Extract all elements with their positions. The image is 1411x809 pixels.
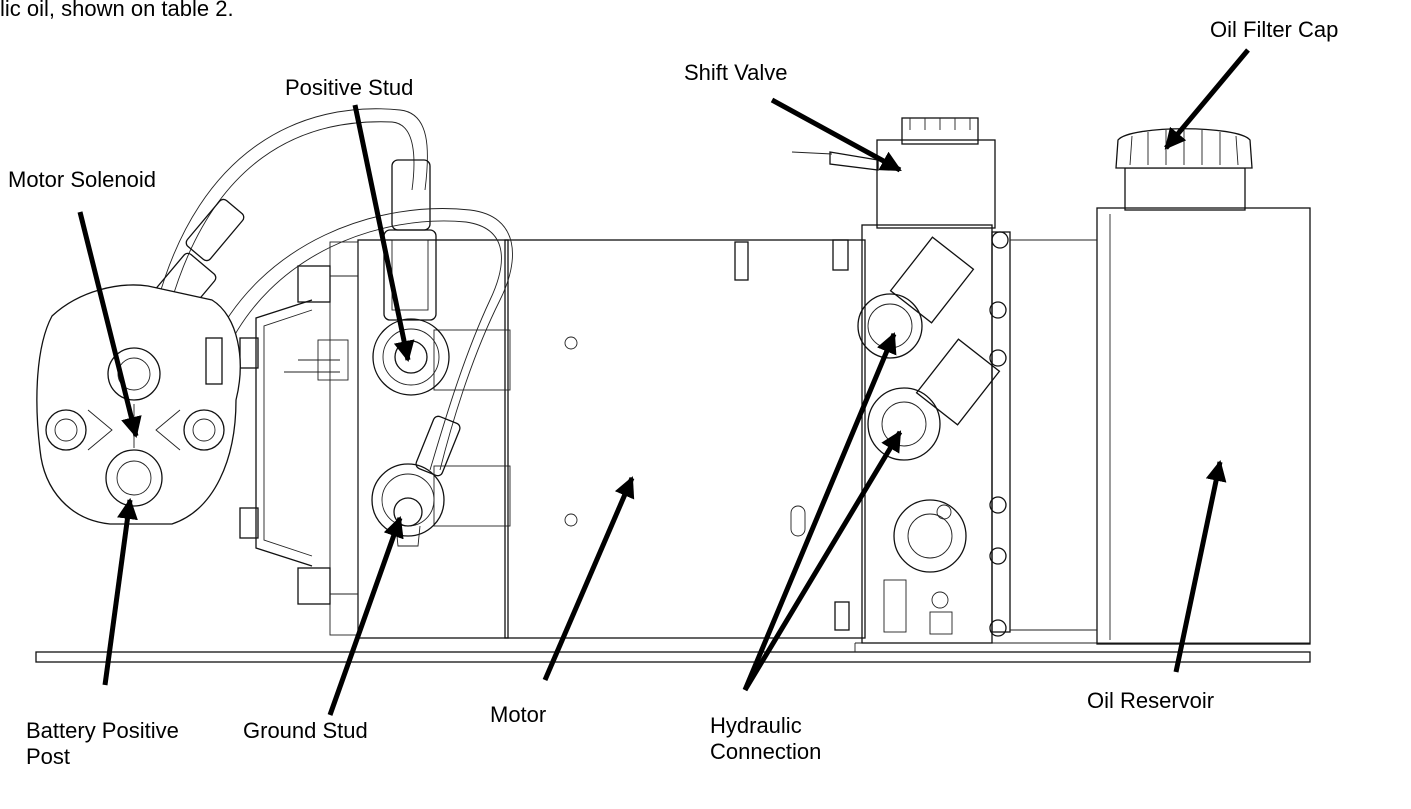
label-ground-stud: Ground Stud xyxy=(243,718,368,743)
label-oil-reservoir: Oil Reservoir xyxy=(1087,688,1215,713)
arrow-battery-positive-post xyxy=(102,497,138,686)
arrow-ground-stud xyxy=(327,516,404,716)
arrow-oil-filter-cap xyxy=(1164,48,1250,150)
motor-body xyxy=(504,239,866,639)
base-rail xyxy=(35,642,1311,663)
arrow-oil-reservoir xyxy=(1173,459,1227,673)
label-oil-filter-cap: Oil Filter Cap xyxy=(1210,17,1339,42)
motor-end-cap xyxy=(297,239,511,639)
arrow-shift-valve xyxy=(770,97,902,173)
arrow-motor-solenoid xyxy=(77,211,142,439)
motor-solenoid-part xyxy=(36,284,241,525)
label-shift-valve: Shift Valve xyxy=(684,60,788,85)
valve-block xyxy=(791,117,1011,644)
arrow-hydraulic-connection-2 xyxy=(742,430,903,692)
arrow-motor xyxy=(542,476,635,681)
oil-reservoir-part xyxy=(1010,128,1311,645)
label-motor-solenoid: Motor Solenoid xyxy=(8,167,156,192)
mounting-bracket xyxy=(239,299,349,567)
arrow-hydraulic-connection-1 xyxy=(742,332,897,691)
leader-arrows xyxy=(77,48,1250,716)
label-positive-stud: Positive Stud xyxy=(285,75,414,100)
caption-text: lic oil, shown on table 2. xyxy=(0,0,234,21)
label-hydraulic-connection: Hydraulic Connection xyxy=(710,713,822,764)
label-motor: Motor xyxy=(490,702,547,727)
arrow-positive-stud xyxy=(352,104,415,363)
label-battery-positive-post: Battery Positive Post xyxy=(26,718,179,769)
ground-stud-part xyxy=(371,463,445,547)
